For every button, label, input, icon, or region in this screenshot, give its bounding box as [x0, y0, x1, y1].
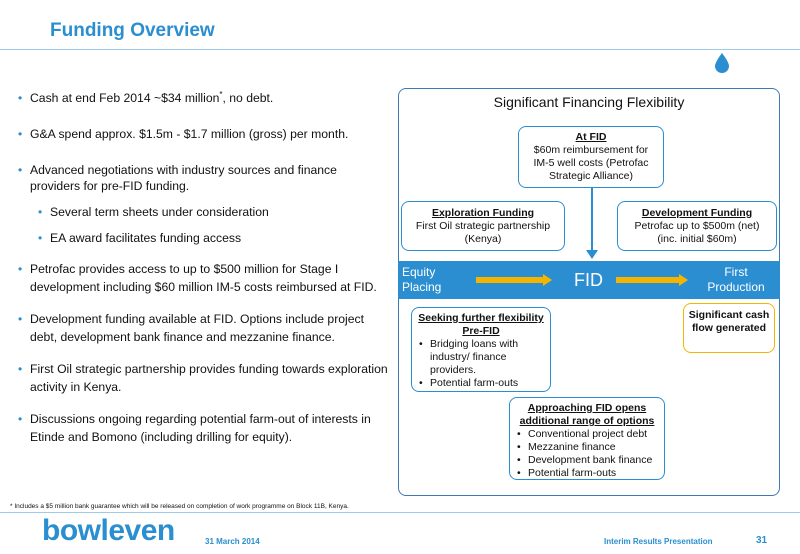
arrow-right-icon [616, 274, 688, 286]
bullet-development-funding: • Development funding available at FID. … [18, 310, 390, 346]
bullet-dot: • [18, 91, 23, 105]
bullet-text: EA award facilitates funding access [50, 231, 242, 245]
list-item: Conventional project debt [514, 428, 660, 441]
bullet-text: Petrofac provides access to up to $500 m… [30, 262, 377, 294]
bullet-text: Cash at end Feb 2014 ~$34 million [30, 91, 220, 105]
bullet-text-tail: , no debt. [222, 91, 274, 105]
equity-placing-label: Equity Placing [402, 265, 442, 294]
page-title: Funding Overview [50, 20, 215, 41]
bullet-text: G&A spend approx. $1.5m - $1.7 million (… [30, 127, 349, 141]
exploration-body: First Oil strategic partnership (Kenya) [415, 220, 551, 245]
development-funding-box: Development Funding Petrofac up to $500m… [617, 201, 777, 251]
pre-fid-heading: Seeking further flexibility Pre-FID [418, 312, 544, 337]
down-arrow-head-icon [586, 250, 598, 259]
development-body: Petrofac up to $500m (net) (inc. initial… [634, 220, 760, 245]
footer-divider [0, 512, 800, 513]
footer-presentation-title: Interim Results Presentation [604, 537, 713, 546]
at-fid-body: $60m reimbursement for IM-5 well costs (… [533, 144, 649, 182]
bullet-dot: • [18, 412, 23, 426]
first-production-label: First Production [707, 265, 765, 294]
sub-bullet-ea-award: • EA award facilitates funding access [18, 230, 390, 246]
exploration-funding-box: Exploration Funding First Oil strategic … [401, 201, 565, 251]
bullet-dot: • [18, 262, 23, 276]
arrow-right-icon [476, 274, 552, 286]
sub-bullet-term-sheets: • Several term sheets under consideratio… [18, 204, 390, 220]
bowleven-logo: bowleven [42, 514, 175, 547]
bullet-dot: • [18, 127, 23, 141]
approaching-list: Conventional project debt Mezzanine fina… [514, 428, 660, 480]
title-divider [0, 49, 800, 50]
bullet-text: Advanced negotiations with industry sour… [30, 163, 337, 193]
footnote-marker: * [219, 89, 223, 99]
bullet-negotiations: • Advanced negotiations with industry so… [18, 162, 390, 194]
water-drop-icon [715, 53, 729, 73]
page-number: 31 [756, 535, 768, 546]
approaching-heading: Approaching FID opens additional range o… [519, 402, 655, 427]
list-item: Development bank finance [514, 454, 660, 467]
list-item: Potential farm-outs [416, 377, 546, 390]
list-item: Potential farm-outs [514, 467, 660, 480]
bullet-dot: • [38, 205, 43, 219]
timeline-band [398, 261, 780, 299]
bullet-dot: • [38, 231, 43, 245]
fid-label: FID [574, 270, 603, 290]
panel-title: Significant Financing Flexibility [493, 94, 685, 110]
cash-flow-text: Significant cash flow generated [688, 309, 770, 334]
exploration-heading: Exploration Funding [431, 207, 535, 219]
pre-fid-list: Bridging loans with industry/ finance pr… [416, 338, 546, 390]
down-arrow-line [591, 188, 593, 252]
development-heading: Development Funding [641, 207, 753, 219]
at-fid-box: At FID $60m reimbursement for IM-5 well … [518, 126, 664, 188]
pre-fid-box: Seeking further flexibility Pre-FID Brid… [411, 307, 551, 392]
bullet-dot: • [18, 362, 23, 376]
bullet-farm-out: • Discussions ongoing regarding potentia… [18, 410, 390, 446]
bullet-dot: • [18, 163, 23, 177]
bullet-text: Discussions ongoing regarding potential … [30, 412, 371, 444]
bullet-dot: • [18, 312, 23, 326]
bullet-ga-spend: • G&A spend approx. $1.5m - $1.7 million… [18, 126, 390, 142]
footer-date: 31 March 2014 [205, 537, 260, 546]
bullet-cash: • Cash at end Feb 2014 ~$34 million*, no… [18, 90, 390, 106]
bullet-list: • Cash at end Feb 2014 ~$34 million*, no… [18, 90, 390, 446]
cash-flow-box: Significant cash flow generated [683, 303, 775, 353]
at-fid-heading: At FID [575, 131, 607, 143]
bullet-petrofac: • Petrofac provides access to up to $500… [18, 260, 390, 296]
approaching-fid-box: Approaching FID opens additional range o… [509, 397, 665, 480]
bullet-first-oil: • First Oil strategic partnership provid… [18, 360, 390, 396]
list-item: Mezzanine finance [514, 441, 660, 454]
bullet-text: Several term sheets under consideration [50, 205, 269, 219]
bullet-text: Development funding available at FID. Op… [30, 312, 364, 344]
footnote: * Includes a $5 million bank guarantee w… [10, 503, 349, 510]
bullet-text: First Oil strategic partnership provides… [30, 362, 388, 394]
list-item: Bridging loans with industry/ finance pr… [416, 338, 546, 377]
